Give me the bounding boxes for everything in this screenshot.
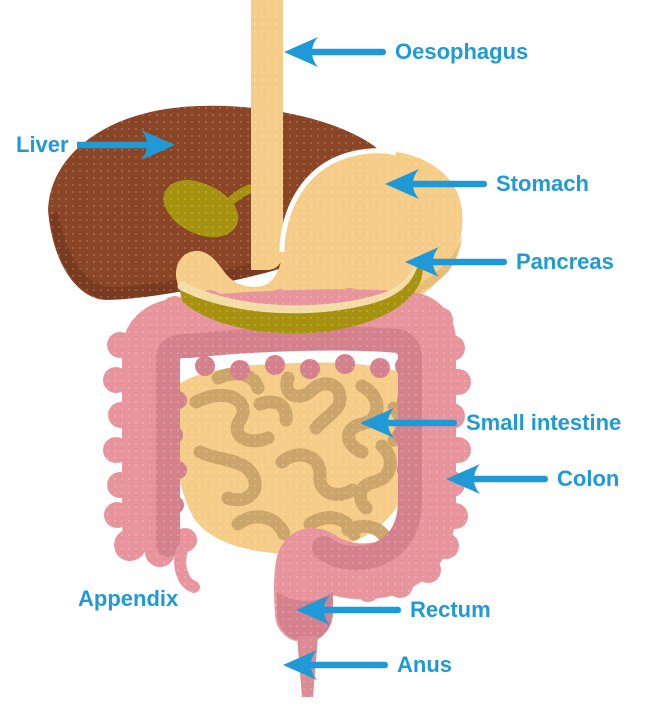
oesophagus-label: Oesophagus xyxy=(395,39,529,64)
small-intestine-label: Small intestine xyxy=(466,410,622,435)
small-intestine-arrow-icon xyxy=(360,408,457,438)
label-stomach: Stomach xyxy=(383,166,589,202)
appendix-label: Appendix xyxy=(78,586,179,611)
liver-label: Liver xyxy=(16,132,69,157)
label-pancreas: Pancreas xyxy=(403,244,614,280)
label-oesophagus: Oesophagus xyxy=(282,34,528,70)
label-appendix: Appendix xyxy=(78,588,178,610)
anus-label: Anus xyxy=(397,652,452,677)
liver-arrow-icon xyxy=(76,130,175,160)
colon-arrow-icon xyxy=(446,464,548,494)
label-liver: Liver xyxy=(16,127,177,163)
label-colon: Colon xyxy=(444,461,619,497)
label-rectum: Rectum xyxy=(294,592,491,628)
label-small-intestine: Small intestine xyxy=(358,405,621,441)
anus-arrow-icon xyxy=(283,650,388,680)
stomach-arrow-icon xyxy=(385,169,487,199)
rectum-label: Rectum xyxy=(410,597,491,622)
oesophagus-arrow-icon xyxy=(284,37,386,67)
pancreas-label: Pancreas xyxy=(516,249,614,274)
label-anus: Anus xyxy=(281,647,452,683)
stomach-label: Stomach xyxy=(496,171,589,196)
rectum-arrow-icon xyxy=(296,595,401,625)
colon-label: Colon xyxy=(557,466,620,491)
pancreas-arrow-icon xyxy=(405,247,507,277)
